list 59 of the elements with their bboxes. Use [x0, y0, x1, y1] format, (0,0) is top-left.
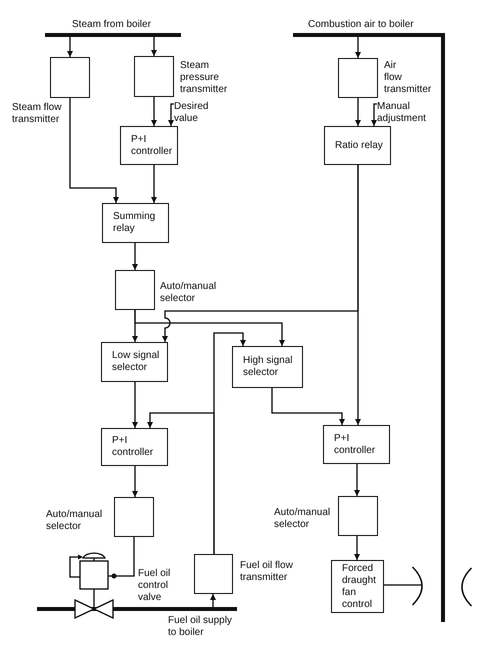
box-label: Ratio relay	[335, 140, 384, 152]
component-label: Air flow transmitter	[384, 60, 432, 96]
instrument-box	[338, 58, 378, 98]
box-label: High signal selector	[243, 355, 294, 379]
arrow	[355, 98, 361, 126]
process-box	[120, 126, 178, 165]
annotation-label: Manual adjustment	[377, 101, 427, 125]
component-label: Fuel oil control valve	[138, 568, 172, 604]
arrow	[151, 97, 157, 126]
annotation-label: Desired value	[174, 101, 210, 125]
arrow	[210, 594, 216, 607]
arrow	[355, 37, 361, 58]
connector-line	[384, 584, 422, 586]
instrument-box	[50, 57, 90, 98]
component-label: Steam pressure transmitter	[180, 60, 228, 96]
component-label: Fuel oil flow transmitter	[240, 560, 294, 584]
instrument-box	[194, 554, 233, 594]
arrow	[354, 464, 360, 496]
arrow	[151, 37, 157, 56]
box-label: P+I controller	[334, 432, 376, 456]
process-box	[331, 560, 384, 613]
arrow	[168, 103, 174, 126]
arrow	[354, 536, 360, 560]
arrow	[162, 165, 359, 342]
component-label: Fuel oil supply to boiler	[168, 615, 233, 639]
arrow	[371, 103, 377, 126]
arrow	[69, 98, 119, 203]
instrument-box	[134, 56, 174, 97]
arrow	[132, 466, 138, 497]
box-label: Summing relay	[113, 211, 156, 235]
arrow	[132, 243, 138, 270]
process-box	[102, 203, 169, 243]
component-label: Combustion air to boiler	[308, 19, 414, 31]
component-label: Auto/manual selector	[274, 507, 332, 531]
process-box	[101, 428, 168, 466]
arc-symbol	[411, 566, 423, 606]
arrow	[67, 37, 73, 57]
instrument-box	[114, 497, 154, 537]
valve-symbol	[68, 550, 114, 622]
component-label: Steam from boiler	[72, 19, 151, 31]
process-box	[324, 126, 391, 165]
instrument-box	[115, 270, 155, 310]
process-box	[323, 425, 390, 464]
arrow	[151, 165, 157, 203]
box-label: Forced draught fan control	[342, 562, 377, 610]
process-box	[101, 342, 168, 382]
box-label: P+I controller	[112, 435, 154, 459]
process-box	[232, 346, 303, 388]
arrow	[147, 412, 215, 554]
arrow	[271, 388, 345, 425]
arrow	[134, 310, 285, 346]
box-label: Low signal selector	[112, 350, 160, 374]
instrument-box	[338, 496, 378, 536]
box-label: P+I controller	[131, 134, 174, 158]
connector-line	[112, 537, 135, 578]
component-label: Auto/manual selector	[46, 509, 104, 533]
component-label: Steam flow transmitter	[12, 102, 62, 126]
arrow	[132, 382, 138, 428]
component-label: Auto/manual selector	[160, 281, 218, 305]
